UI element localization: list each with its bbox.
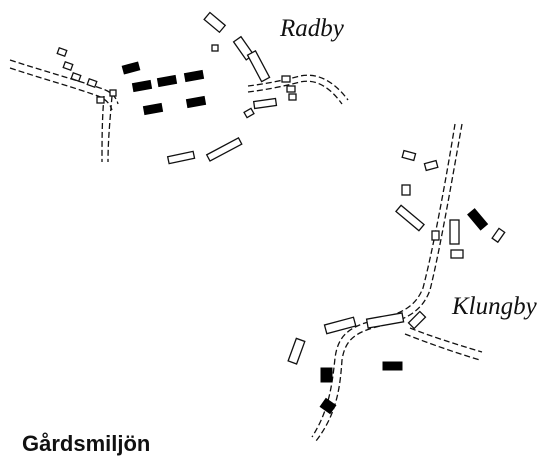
building	[203, 11, 227, 34]
building	[319, 397, 337, 415]
building	[395, 204, 425, 232]
building	[288, 93, 297, 101]
building	[156, 74, 178, 88]
building	[243, 107, 255, 119]
building	[287, 337, 306, 365]
building	[109, 89, 117, 97]
building	[121, 61, 141, 75]
building	[320, 367, 333, 383]
building	[449, 219, 460, 245]
building	[56, 46, 68, 58]
building	[96, 96, 105, 104]
building	[401, 184, 411, 196]
klungby-roads	[311, 123, 483, 442]
building	[205, 137, 243, 162]
building	[86, 77, 98, 89]
building	[166, 150, 196, 165]
building	[185, 95, 207, 109]
building	[246, 49, 271, 83]
building	[323, 316, 357, 335]
building	[467, 208, 489, 231]
building	[281, 75, 291, 83]
building	[365, 312, 405, 329]
klungby-buildings	[287, 149, 506, 415]
radby-buildings	[56, 11, 297, 165]
village-label-radby: Radby	[280, 15, 344, 42]
building	[252, 97, 278, 110]
building	[382, 361, 403, 371]
building	[131, 79, 153, 93]
building	[70, 71, 82, 83]
section-heading: Gårdsmiljön	[22, 431, 151, 456]
village-label-klungby: Klungby	[452, 293, 537, 320]
building	[401, 149, 417, 162]
building	[286, 85, 296, 93]
building	[211, 44, 219, 52]
building	[142, 102, 164, 116]
building	[431, 230, 440, 241]
building	[491, 227, 506, 244]
building	[183, 69, 205, 83]
radby-roads	[9, 59, 349, 163]
building	[423, 159, 439, 172]
building	[407, 310, 427, 330]
building	[450, 249, 464, 259]
building	[62, 60, 74, 72]
